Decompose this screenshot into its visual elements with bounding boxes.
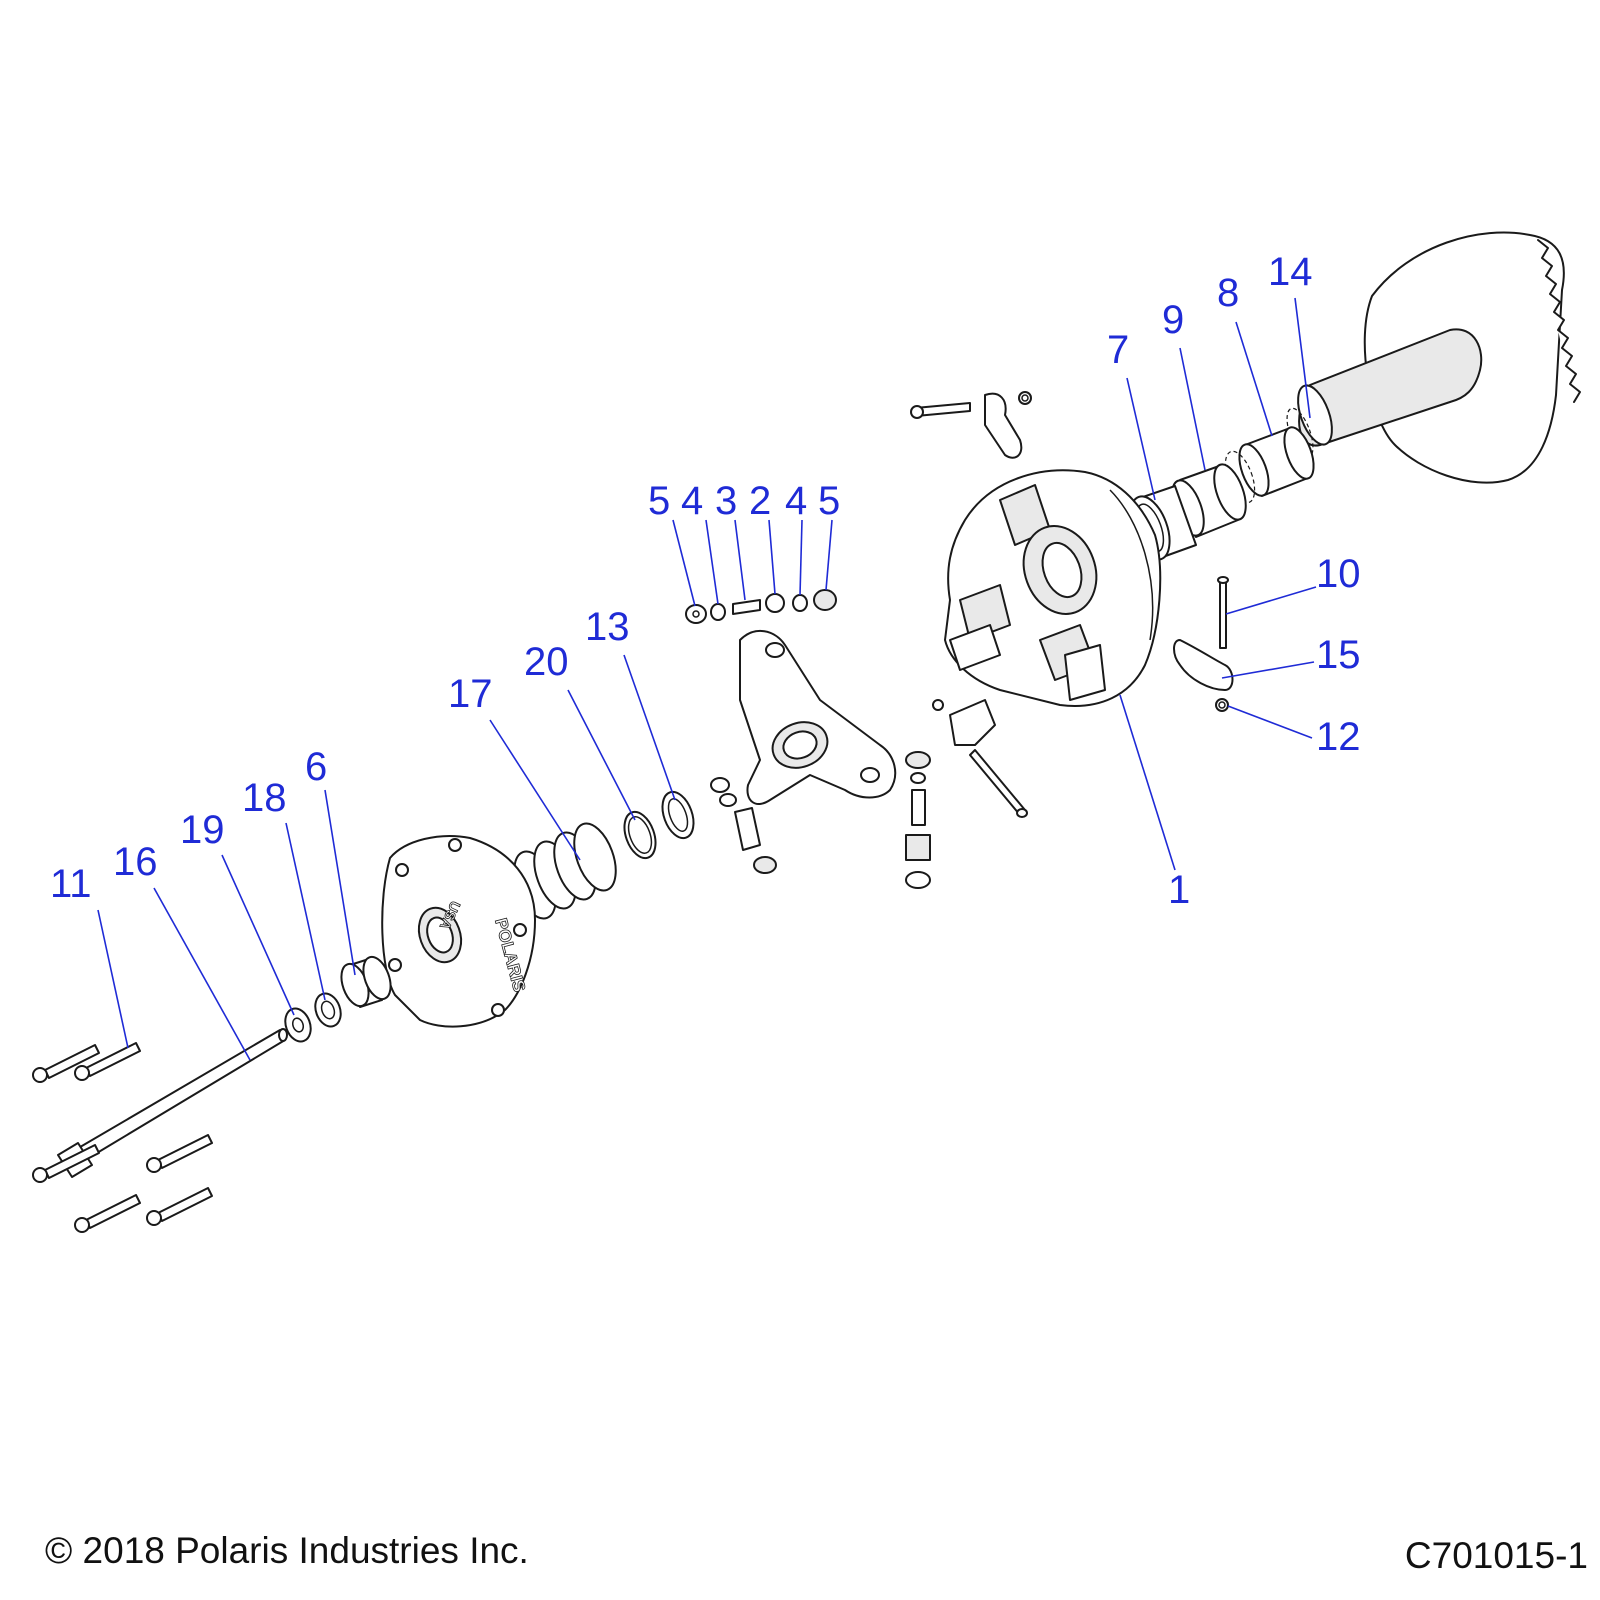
callout-15: 15: [1316, 633, 1361, 677]
callout-9: 9: [1162, 298, 1184, 342]
bushing-6: [340, 955, 392, 1008]
bolt-11-upper-right: [74, 1042, 141, 1081]
diagram-code: C701015-1: [1404, 1535, 1588, 1576]
spider-right-rollers: [905, 751, 931, 889]
leader-lines: [97, 297, 1317, 1061]
roller-pin-stack: [685, 589, 837, 624]
callout-17: 17: [448, 672, 493, 716]
callout-7: 7: [1107, 328, 1129, 372]
bolt-11-low-right: [146, 1187, 213, 1226]
nut-12: [1215, 698, 1229, 712]
washer-20: [623, 810, 657, 860]
pin-10: [1217, 576, 1229, 649]
callout-14: 14: [1268, 250, 1313, 294]
moveable-sheave-housing: [944, 469, 1162, 707]
bolt-11-mid-right: [146, 1134, 213, 1173]
upper-pin-and-weight: [910, 391, 1032, 459]
callout-2: 2: [749, 479, 771, 523]
callout-8: 8: [1217, 271, 1239, 315]
callout-10: 10: [1316, 552, 1361, 596]
callout-18: 18: [242, 776, 287, 820]
callout-16: 16: [113, 840, 158, 884]
spider: [739, 630, 897, 805]
bolt-11-low-left: [74, 1194, 141, 1233]
spring-17: [513, 822, 617, 920]
callout-labels: 5 4 3 2 4 5 13 20 17 6 18 19 16 11 7 9 8…: [50, 250, 1361, 912]
callout-12: 12: [1316, 715, 1361, 759]
fixed-sheave-shaft: [1297, 231, 1581, 484]
callout-19: 19: [180, 808, 225, 852]
spider-left-rollers: [710, 777, 777, 874]
cover-plate: USA POLARIS: [381, 835, 536, 1028]
lower-weight-and-pin: [932, 699, 1028, 818]
callout-6: 6: [305, 745, 327, 789]
callout-4-left: 4: [681, 479, 703, 523]
callout-5-right: 5: [818, 479, 840, 523]
callout-3: 3: [715, 479, 737, 523]
washer-18: [314, 992, 342, 1028]
callout-1: 1: [1168, 868, 1190, 912]
callout-13: 13: [585, 605, 630, 649]
callout-20: 20: [524, 640, 569, 684]
copyright-notice: © 2018 Polaris Industries Inc.: [45, 1530, 529, 1571]
ring-13: [661, 790, 695, 840]
weight-15: [1173, 639, 1234, 691]
callout-5-left: 5: [648, 479, 670, 523]
callout-11: 11: [50, 862, 92, 906]
bushing-8: [1238, 426, 1315, 497]
bolt-11-mid-left: [32, 1144, 100, 1183]
callout-4-right: 4: [785, 479, 807, 523]
bolt-11-upper-left: [32, 1044, 100, 1083]
